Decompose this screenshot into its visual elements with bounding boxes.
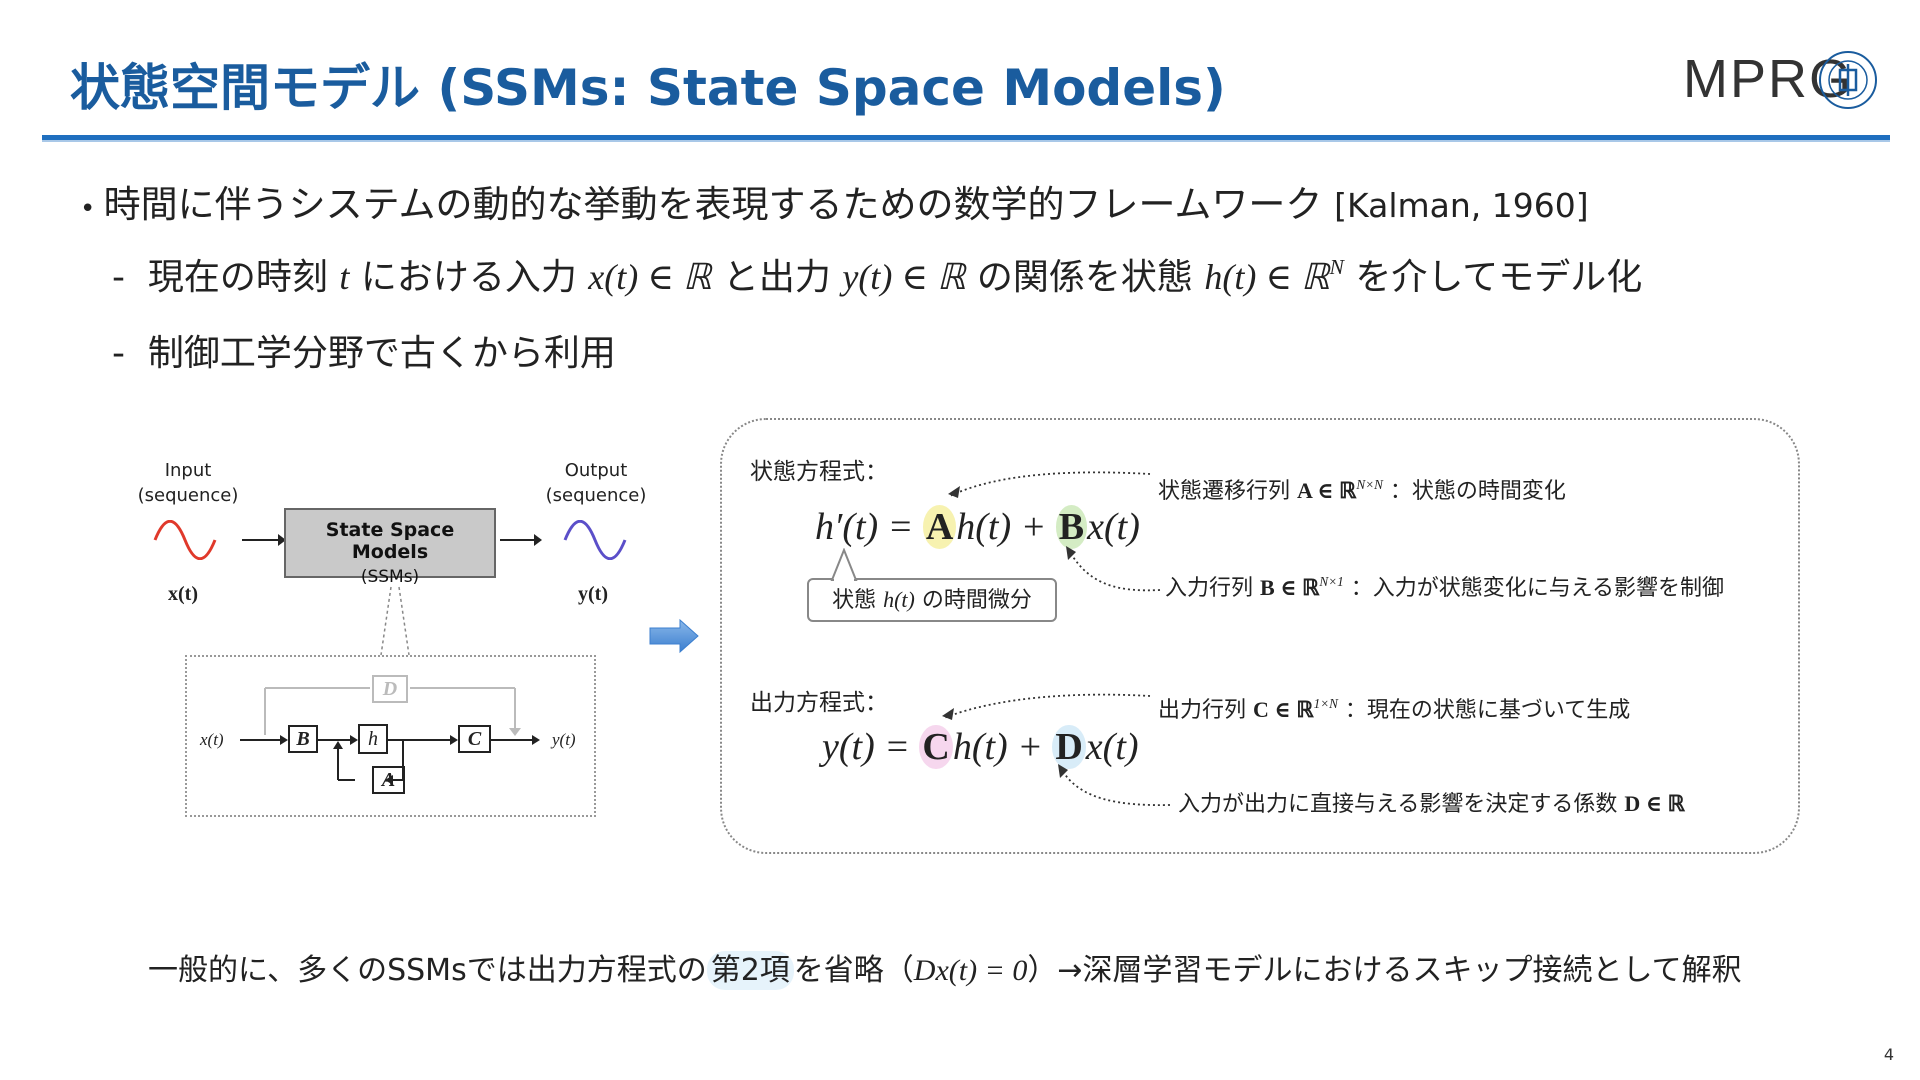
footer-note: 一般的に、多くのSSMsでは出力方程式の第2項を省略（Dx(t) = 0）→深層… xyxy=(148,945,1742,990)
bullet-2-text-c: と出力 xyxy=(722,257,831,298)
state-eq-label: 状態方程式： xyxy=(750,459,888,485)
ann-D-pre: 入力が出力に直接与える影響を決定する係数 xyxy=(1178,792,1618,817)
footer-math: Dx(t) = 0 xyxy=(913,954,1028,987)
math-t: t xyxy=(339,257,350,297)
dash-icon: - xyxy=(112,257,137,298)
callout-sym: h(t) xyxy=(883,587,915,612)
input-label-title: Input xyxy=(164,460,212,481)
ann-B-pre: 入力行列 xyxy=(1165,576,1254,601)
state-eq-mid: h(t) + xyxy=(956,506,1056,548)
output-equation: y(t) = Ch(t) + Dx(t) xyxy=(822,725,1139,769)
output-eq-lhs: y(t) = xyxy=(822,726,920,768)
ann-B-sup: N×1 xyxy=(1319,573,1344,589)
output-label: Output (sequence) xyxy=(536,460,656,506)
page-title: 状態空間モデル (SSMs: State Space Models) xyxy=(70,59,1226,117)
math-h-body: h(t) ∈ ℝ xyxy=(1204,257,1330,297)
matrix-D-highlight: D xyxy=(1052,725,1086,769)
input-label-sub: (sequence) xyxy=(137,485,239,506)
block-h: h xyxy=(358,724,388,754)
math-h-sup: N xyxy=(1329,254,1344,279)
ssm-block-sub: (SSMs) xyxy=(360,567,420,587)
page-number: 4 xyxy=(1883,1045,1894,1064)
arrow-out-icon xyxy=(500,534,542,546)
ann-A-sym: A ∈ ℝ xyxy=(1297,478,1357,503)
bullet-2: - 現在の時刻 t における入力 x(t) ∈ ℝ と出力 y(t) ∈ ℝ の… xyxy=(112,248,1642,300)
ann-C-post: ：現在の状態に基づいて生成 xyxy=(1344,698,1631,723)
input-symbol: x(t) xyxy=(168,583,198,605)
ann-D-sym: D ∈ ℝ xyxy=(1624,791,1685,816)
bullet-3-text: 制御工学分野で古くから利用 xyxy=(147,333,616,374)
bullet-2-text-b: における入力 xyxy=(360,257,577,298)
bullet-1-text: 時間に伴うシステムの動的な挙動を表現するための数学的フレームワーク xyxy=(103,183,1323,226)
state-eq-end: x(t) xyxy=(1087,506,1140,548)
output-label-sub: (sequence) xyxy=(545,485,647,506)
title-underline-shadow xyxy=(42,140,1890,142)
bullet-2-text-d: の関係を状態 xyxy=(976,257,1193,298)
mprg-logo: MPRG xyxy=(1683,49,1853,109)
ann-A-post: ：状態の時間変化 xyxy=(1389,479,1566,504)
ssm-block: State Space Models (SSMs) xyxy=(284,508,496,587)
output-label-title: Output xyxy=(564,460,628,481)
matrix-B-highlight: B xyxy=(1055,505,1088,549)
callout-pointer xyxy=(830,548,858,582)
block-C: C xyxy=(458,725,491,753)
output-wave-icon xyxy=(563,520,627,560)
derivative-callout: 状態 h(t) の時間微分 xyxy=(807,578,1057,622)
callout-post: の時間微分 xyxy=(921,588,1032,613)
title-underline xyxy=(42,135,1890,140)
annotation-D: 入力が出力に直接与える影響を決定する係数 D ∈ ℝ xyxy=(1178,786,1685,818)
ssm-detail-wires xyxy=(240,687,540,785)
output-eq-mid: h(t) + xyxy=(952,726,1053,768)
output-symbol: y(t) xyxy=(578,583,608,605)
state-eq-lhs: h′(t) = xyxy=(815,506,923,548)
bullet-3: - 制御工学分野で古くから利用 xyxy=(112,324,616,376)
ssm-detail-diagram xyxy=(185,655,596,817)
footer-post: ）→深層学習モデルにおけるスキップ接続として解釈 xyxy=(1027,953,1742,988)
ann-A-pre: 状態遷移行列 xyxy=(1158,479,1291,504)
footer-mid: を省略（ xyxy=(793,953,914,988)
detail-x-label: x(t) xyxy=(200,730,224,749)
footer-pre: 一般的に、多くのSSMsでは出力方程式の xyxy=(148,953,707,988)
ann-C-pre: 出力行列 xyxy=(1158,698,1247,723)
annotation-B: 入力行列 B ∈ ℝN×1 ：入力が状態変化に与える影響を制御 xyxy=(1165,570,1724,602)
right-arrow-icon xyxy=(649,618,699,654)
bullet-1: • 時間に伴うシステムの動的な挙動を表現するための数学的フレームワーク [Kal… xyxy=(80,174,1589,228)
bullet-dot-icon: • xyxy=(80,194,104,224)
arrow-in-icon xyxy=(242,534,286,546)
bullet-2-text-e: を介してモデル化 xyxy=(1355,257,1643,298)
output-eq-end: x(t) xyxy=(1085,726,1139,768)
callout-pre: 状態 xyxy=(832,588,877,613)
equation-panel xyxy=(720,418,1800,854)
input-label: Input (sequence) xyxy=(128,460,248,506)
annotation-A: 状態遷移行列 A ∈ ℝN×N ：状態の時間変化 xyxy=(1158,473,1566,505)
matrix-C-highlight: C xyxy=(919,725,953,769)
footer-highlight: 第2項 xyxy=(706,951,794,990)
math-x: x(t) ∈ ℝ xyxy=(588,257,712,297)
block-A: A xyxy=(372,766,405,794)
block-B: B xyxy=(288,725,318,753)
zoom-connector xyxy=(380,586,410,656)
ann-B-post: ：入力が状態変化に与える影響を制御 xyxy=(1350,576,1725,601)
ann-B-sym: B ∈ ℝ xyxy=(1260,575,1320,600)
output-eq-label: 出力方程式： xyxy=(750,690,888,716)
input-wave-icon xyxy=(153,520,217,560)
matrix-A-highlight: A xyxy=(922,505,957,549)
math-y: y(t) ∈ ℝ xyxy=(842,257,966,297)
state-equation: h′(t) = Ah(t) + Bx(t) xyxy=(815,505,1140,549)
university-seal-icon xyxy=(1818,50,1878,114)
block-D: D xyxy=(372,675,408,703)
bullet-1-citation: [Kalman, 1960] xyxy=(1334,186,1589,225)
ann-C-sym: C ∈ ℝ xyxy=(1253,697,1314,722)
ssm-block-title: State Space Models xyxy=(325,519,455,563)
ann-C-sup: 1×N xyxy=(1313,695,1338,711)
annotation-C: 出力行列 C ∈ ℝ1×N ：現在の状態に基づいて生成 xyxy=(1158,692,1630,724)
bullet-2-text-a: 現在の時刻 xyxy=(147,257,328,298)
dash-icon: - xyxy=(112,333,137,374)
math-h: h(t) ∈ ℝN xyxy=(1204,254,1344,297)
ann-A-sup: N×N xyxy=(1356,476,1383,492)
detail-y-label: y(t) xyxy=(552,730,576,749)
